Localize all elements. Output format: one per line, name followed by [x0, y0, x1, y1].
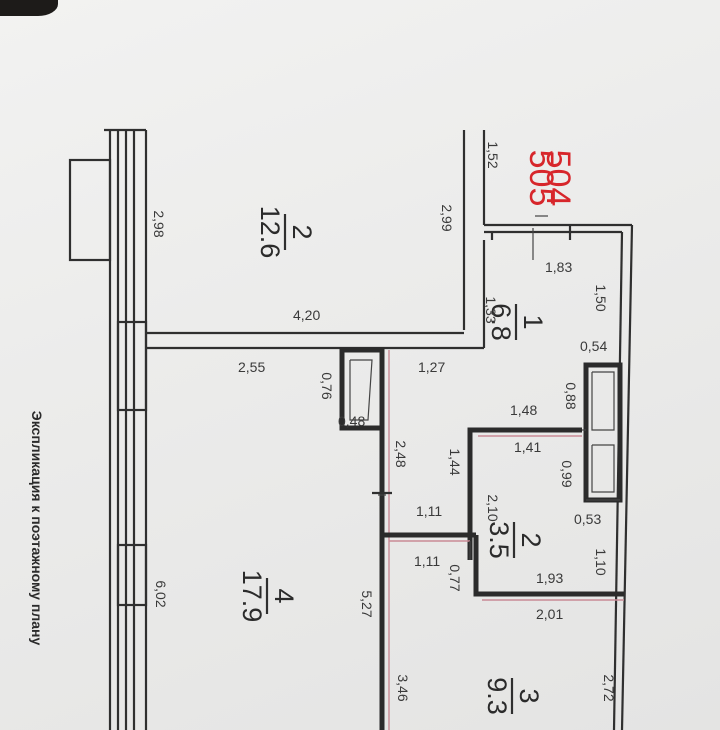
svg-text:Экспликация к поэтажному плану: Экспликация к поэтажному плану: [29, 411, 45, 646]
dim-label: 0,76: [319, 372, 335, 399]
dim-label: 2,55: [238, 359, 265, 375]
dim-label: 2,01: [536, 606, 563, 622]
dim-label: 1,44: [447, 448, 463, 475]
dim-label: 0,88: [563, 382, 579, 409]
svg-text:4: 4: [269, 588, 299, 603]
dim-label: 2,99: [439, 204, 455, 231]
dim-label: 0,48: [338, 413, 365, 429]
room-label-2b: 2 3.5: [484, 521, 546, 559]
plan-walls: [68, 128, 634, 730]
dim-label: 2,98: [151, 210, 167, 237]
dim-label: 5,27: [359, 590, 375, 617]
dim-label: 1,48: [510, 402, 537, 418]
apartment-number-505: 505: [522, 150, 560, 207]
room-label-1: 1 6.8: [486, 303, 548, 341]
svg-text:3.5: 3.5: [484, 521, 514, 559]
dim-label: 1,11: [416, 503, 442, 519]
svg-text:1: 1: [518, 314, 548, 329]
dim-label: 1,50: [593, 284, 609, 311]
svg-text:504: 504: [539, 150, 577, 207]
dim-label: 1,52: [485, 141, 501, 168]
svg-text:12.6: 12.6: [255, 206, 285, 259]
svg-text:3: 3: [514, 688, 544, 703]
dim-label: 3,46: [395, 674, 411, 701]
dim-label: 1,41: [514, 439, 541, 455]
plan-caption: Экспликация к поэтажному плану: [29, 411, 45, 646]
dim-label: 2,48: [393, 440, 409, 467]
svg-text:505: 505: [522, 150, 560, 207]
dim-label: 1,83: [545, 259, 572, 275]
dim-label: 0,99: [559, 460, 575, 487]
dim-label: 0,54: [580, 338, 607, 354]
dim-label: 2,10: [485, 494, 501, 521]
svg-text:2: 2: [516, 532, 546, 547]
dim-label: 6,02: [153, 580, 169, 607]
svg-text:17.9: 17.9: [237, 570, 267, 623]
room-label-2: 2 12.6: [255, 206, 317, 259]
dim-label: 4,20: [293, 307, 320, 323]
dim-label: 0,77: [447, 564, 463, 591]
table-corner: [0, 0, 58, 16]
dim-label: 0,53: [574, 511, 601, 527]
svg-text:6.8: 6.8: [486, 303, 516, 341]
dim-label: 1,93: [536, 570, 563, 586]
room-label-4: 4 17.9: [237, 570, 299, 623]
dim-label: 1,33: [483, 296, 499, 323]
dim-label: 1,11: [414, 553, 440, 569]
apartment-number-504: 504: [539, 150, 577, 207]
room-label-3: 3 9.3: [482, 677, 544, 715]
dim-label: 1,27: [418, 359, 445, 375]
dimension-labels: 1,52 2,99 2,98 1,83 1,50 4,20 1,33 0,54 …: [151, 141, 617, 701]
svg-text:2: 2: [287, 224, 317, 239]
dim-label: 2,72: [601, 674, 617, 701]
dim-label: 1,10: [593, 548, 609, 575]
svg-text:9.3: 9.3: [482, 677, 512, 715]
